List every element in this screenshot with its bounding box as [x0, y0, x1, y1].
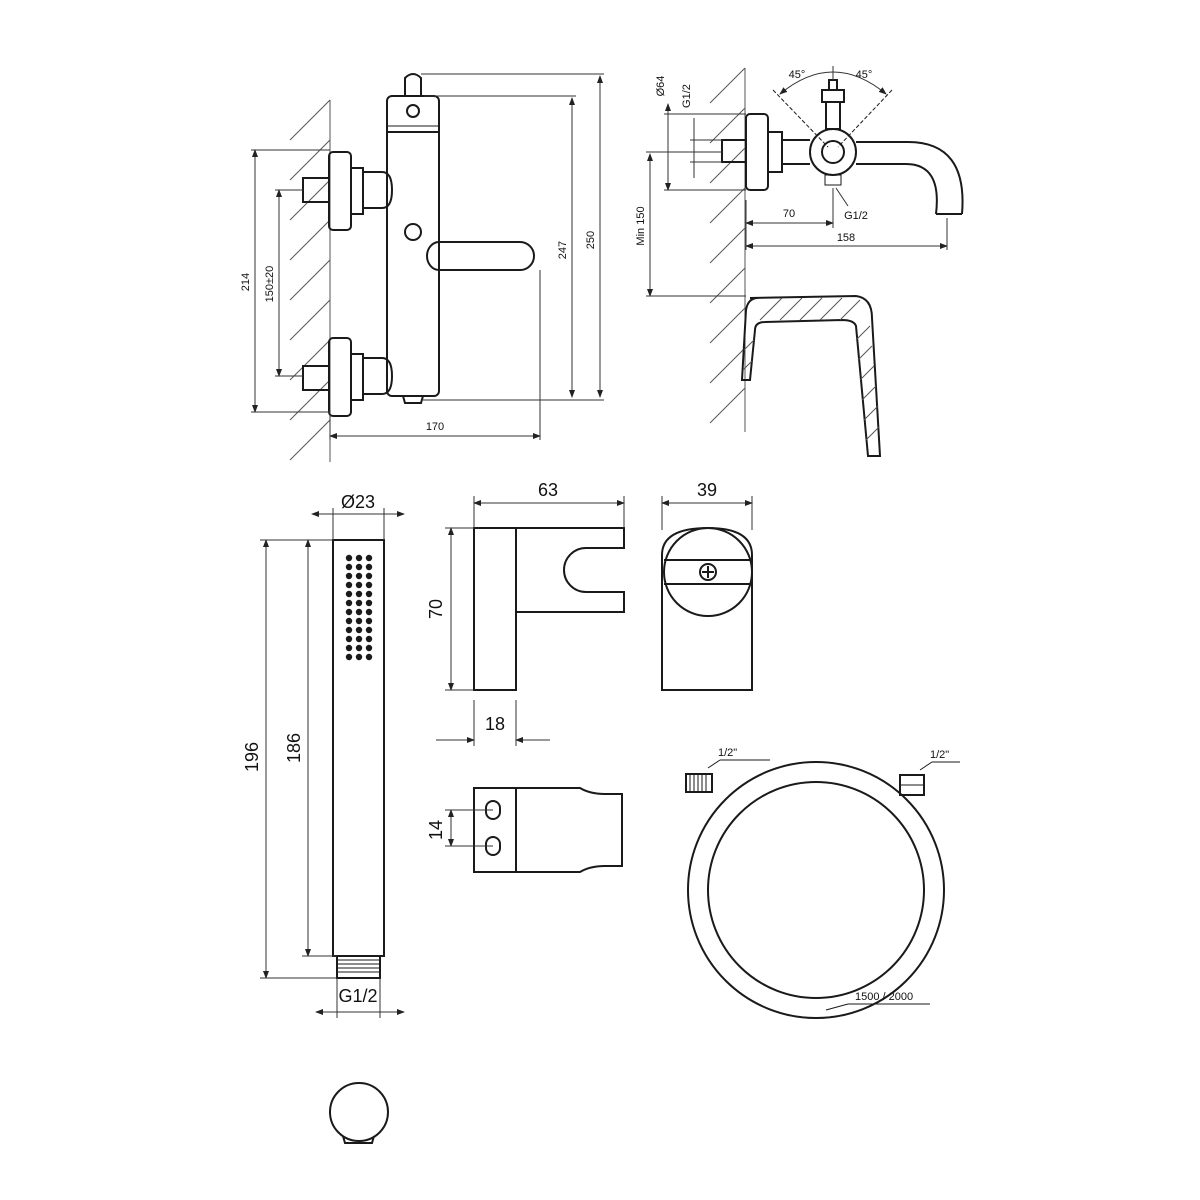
nozzle-dot — [345, 554, 353, 562]
nozzle-dot — [355, 617, 363, 625]
nozzle-dot — [345, 608, 353, 616]
dim-length-196: 196 — [242, 742, 262, 772]
nozzle-dot — [345, 590, 353, 598]
dim-base-18: 18 — [485, 714, 505, 734]
hose-view: 1/2" 1/2" 1500 / 2000 — [685, 747, 960, 1019]
hose-nut-left — [685, 773, 713, 793]
nozzle-dot — [345, 626, 353, 634]
nozzle-dot — [365, 572, 373, 580]
shower-nozzle-grid — [345, 554, 373, 661]
dim-height-250: 250 — [585, 231, 597, 249]
holder-side-dimensions — [436, 496, 625, 746]
dim-diameter-23: Ø23 — [341, 492, 375, 512]
nozzle-dot — [345, 581, 353, 589]
nozzle-dot — [365, 554, 373, 562]
dim-width-39: 39 — [697, 480, 717, 500]
hose-label-left: 1/2" — [718, 747, 737, 759]
nozzle-dot — [365, 626, 373, 634]
dim-thread-bottom: G1/2 — [844, 210, 868, 222]
nozzle-dot — [365, 635, 373, 643]
wall-hatching-front — [289, 99, 331, 462]
dim-thread-top: G1/2 — [681, 84, 693, 108]
nozzle-dot — [365, 581, 373, 589]
mixer-front-dimensions — [251, 73, 604, 440]
nozzle-dot — [345, 644, 353, 652]
nozzle-dot — [345, 617, 353, 625]
basin-hatching — [742, 297, 880, 441]
nozzle-dot — [355, 626, 363, 634]
nozzle-dot — [355, 554, 363, 562]
screw-icon — [699, 563, 717, 581]
holder-front-view: 39 — [661, 480, 753, 691]
dim-length-186: 186 — [284, 733, 304, 763]
dim-min-150: Min 150 — [635, 206, 647, 245]
wall-hatching-side — [709, 67, 746, 432]
mixer-front-view: 170 247 250 214 150±20 — [240, 73, 604, 462]
nozzle-dot — [355, 590, 363, 598]
dim-spout-offset-70: 70 — [783, 208, 795, 220]
dim-height-214: 214 — [240, 273, 252, 291]
nozzle-dot — [365, 590, 373, 598]
hand-shower-dimensions — [260, 508, 405, 1018]
mixer-side-view: Ø64 G1/2 45° 45° 70 G1/2 158 Min 150 — [635, 66, 964, 457]
nozzle-dot — [365, 644, 373, 652]
dim-width-170: 170 — [426, 421, 444, 433]
nozzle-dot — [355, 653, 363, 661]
dim-diameter-64: Ø64 — [655, 76, 667, 97]
holder-back-view: 14 — [426, 787, 623, 873]
thread-lines — [337, 959, 380, 973]
nozzle-dot — [355, 608, 363, 616]
nozzle-dot — [365, 599, 373, 607]
dim-angle-right: 45° — [856, 69, 873, 81]
hose-label-right: 1/2" — [930, 749, 949, 761]
nozzle-dot — [355, 572, 363, 580]
nozzle-dot — [355, 644, 363, 652]
nozzle-dot — [345, 572, 353, 580]
dim-height-247: 247 — [557, 241, 569, 259]
hand-shower-view: Ø23 196 186 G1/2 — [242, 492, 405, 1144]
dim-projection-158: 158 — [837, 232, 855, 244]
dim-depth-63: 63 — [538, 480, 558, 500]
nozzle-dot — [345, 599, 353, 607]
nozzle-dot — [355, 635, 363, 643]
nozzle-dot — [345, 653, 353, 661]
nozzle-dot — [355, 581, 363, 589]
dim-height-70: 70 — [426, 599, 446, 619]
nozzle-dot — [365, 608, 373, 616]
dim-angle-left: 45° — [789, 69, 806, 81]
holder-side-view: 63 70 18 — [426, 480, 625, 746]
dim-slot-14: 14 — [426, 820, 446, 840]
holder-back-dimensions — [445, 809, 493, 847]
nozzle-dot — [345, 635, 353, 643]
hose-length-label: 1500 / 2000 — [855, 991, 913, 1003]
mixer-side-dimensions — [646, 103, 948, 297]
dim-spacing-150: 150±20 — [264, 266, 276, 303]
holder-front-dimensions — [661, 496, 753, 530]
nozzle-dot — [345, 563, 353, 571]
nozzle-dot — [365, 563, 373, 571]
nozzle-dot — [365, 653, 373, 661]
nozzle-dot — [365, 617, 373, 625]
nozzle-dot — [355, 563, 363, 571]
dim-thread-g12: G1/2 — [338, 986, 377, 1006]
nozzle-dot — [355, 599, 363, 607]
